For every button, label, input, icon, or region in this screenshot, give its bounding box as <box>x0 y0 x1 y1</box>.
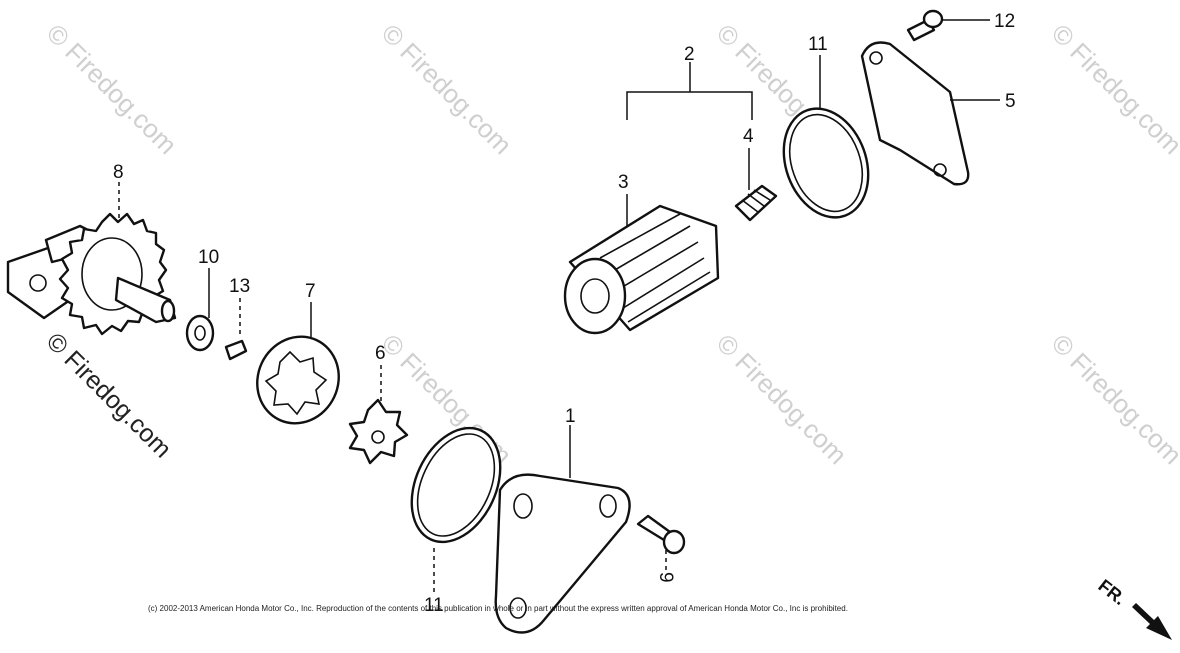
filter-cover-part-5 <box>860 41 970 186</box>
o-ring-upper-part-11 <box>782 107 870 219</box>
screw-part-9 <box>636 514 686 555</box>
watermark-1: © Firedog.com <box>41 18 183 160</box>
watermark-dark: © Firedog.com <box>41 327 177 463</box>
callout-11-lower: 11 <box>424 595 444 616</box>
callout-5: 5 <box>1005 91 1016 112</box>
callout-10: 10 <box>198 247 219 268</box>
callout-4: 4 <box>743 126 754 147</box>
inner-rotor-part-6 <box>348 398 409 465</box>
callout-13: 13 <box>229 276 250 297</box>
callout-2: 2 <box>684 44 695 65</box>
watermark-2: © Firedog.com <box>376 18 518 160</box>
front-arrow-icon <box>1132 603 1172 640</box>
front-direction-indicator: FR. <box>1095 575 1172 640</box>
oil-pump-assembly-part-8 <box>6 212 177 336</box>
bolt-part-12 <box>906 9 944 42</box>
o-ring-lower-part-11 <box>410 426 502 544</box>
outer-rotor-part-7 <box>256 335 340 425</box>
watermark-4: © Firedog.com <box>1046 18 1180 160</box>
callout-8: 8 <box>113 162 124 183</box>
watermark-7: © Firedog.com <box>1046 328 1180 470</box>
watermark-6: © Firedog.com <box>711 328 853 470</box>
callout-12: 12 <box>994 11 1015 32</box>
callout-9: 9 <box>655 572 676 583</box>
pump-cover-part-1 <box>494 473 631 634</box>
copyright-notice: (c) 2002-2013 American Honda Motor Co., … <box>148 604 848 613</box>
callout-7: 7 <box>305 281 316 302</box>
washer-part-10 <box>185 314 215 352</box>
callout-11-upper: 11 <box>808 34 828 55</box>
callout-3: 3 <box>618 172 629 193</box>
callout-1: 1 <box>565 406 576 427</box>
oil-filter-part-3 <box>563 204 720 335</box>
dowel-pin-part-13 <box>224 339 248 361</box>
leader-lines <box>118 19 1000 592</box>
direction-label: FR. <box>1095 575 1130 609</box>
callout-6: 6 <box>375 343 386 364</box>
spring-part-4 <box>734 184 778 222</box>
callouts: 1 2 3 4 5 6 7 8 9 10 11 11 12 13 <box>113 11 1016 616</box>
